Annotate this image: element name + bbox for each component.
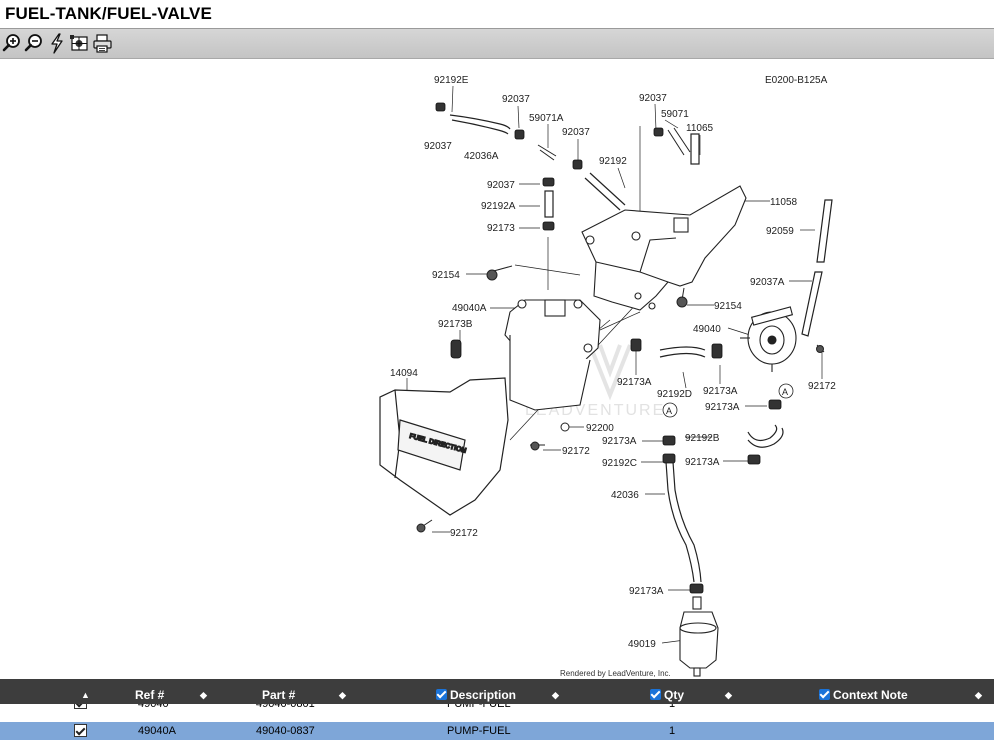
callout-label[interactable]: 92154 <box>714 301 742 312</box>
callout-label[interactable]: 92172 <box>450 528 478 539</box>
zoom-out-icon <box>24 34 42 52</box>
column-header-qty[interactable]: Qty <box>650 679 684 712</box>
parts-table: ▲ Ref # ◆ Part # ◆ Description ◆ Qty ◆ C… <box>0 679 994 744</box>
bracket-11058 <box>581 185 747 311</box>
zoom-in-button[interactable] <box>2 33 23 54</box>
cell-qty: 1 <box>669 725 676 737</box>
zoom-out-button[interactable] <box>24 33 45 54</box>
fuel-pump-49040 <box>740 306 797 372</box>
callout-label[interactable]: 49040A <box>452 303 487 314</box>
cell-ref: 49040A <box>138 725 176 737</box>
cell-ref: 49040 <box>138 704 169 710</box>
callout-label[interactable]: 92154 <box>432 270 460 281</box>
hose-parts <box>449 114 833 583</box>
sort-icon[interactable]: ◆ <box>552 690 559 700</box>
cell-description: PUMP-FUEL <box>447 704 511 710</box>
callout-label[interactable]: 11065 <box>686 123 714 134</box>
callout-label[interactable]: 92173A <box>703 386 738 397</box>
callout-label[interactable]: 92037A <box>750 277 785 288</box>
callout-label[interactable]: 92037 <box>562 127 590 138</box>
sort-icon[interactable]: ◆ <box>339 690 346 700</box>
fuel-pump-assembly <box>504 299 601 411</box>
page-title: FUEL-TANK/FUEL-VALVE <box>5 4 212 23</box>
callout-label[interactable]: 92173A <box>617 377 652 388</box>
callout-label[interactable]: 92192D <box>657 389 692 400</box>
table-row-partial-bottom <box>0 740 994 744</box>
callout-label[interactable]: 49019 <box>628 639 656 650</box>
callout-label[interactable]: 92200 <box>586 423 614 434</box>
callout-label[interactable]: 92173A <box>602 436 637 447</box>
callout-label[interactable]: 92173A <box>629 586 664 597</box>
fit-view-button[interactable] <box>69 33 90 54</box>
callout-label[interactable]: 42036 <box>611 490 639 501</box>
tank-cover-14094: FUEL DIRECTION <box>379 377 509 516</box>
highlight-button[interactable] <box>47 33 68 54</box>
column-header-description[interactable]: Description <box>436 679 516 712</box>
callout-label[interactable]: 92192A <box>481 201 516 212</box>
sort-icon[interactable]: ▲ <box>81 690 90 700</box>
row-checkbox-icon[interactable] <box>74 704 87 709</box>
callout-label[interactable]: 92173A <box>705 402 740 413</box>
callout-label[interactable]: 59071A <box>529 113 564 124</box>
render-credit: Rendered by LeadVenture, Inc. <box>560 669 671 678</box>
cell-part: 49040-0801 <box>256 704 315 710</box>
callout-label[interactable]: 92192 <box>599 156 627 167</box>
sort-icon[interactable]: ◆ <box>200 690 207 700</box>
column-header-context-note[interactable]: Context Note <box>819 679 908 712</box>
marker-a: A A <box>662 383 794 418</box>
callout-label[interactable]: 92192E <box>434 75 469 86</box>
column-header-ref[interactable]: Ref # <box>135 688 165 702</box>
callout-label[interactable]: 92173 <box>487 223 515 234</box>
fuel-filter-49019 <box>679 596 719 677</box>
table-row-selected[interactable]: 49040A 49040-0837 PUMP-FUEL 1 <box>0 722 994 740</box>
callout-label[interactable]: 92172 <box>562 446 590 457</box>
callout-label[interactable]: 14094 <box>390 368 418 379</box>
row-checkbox-icon[interactable] <box>74 724 87 737</box>
exploded-view-svg: LEADVENTURE E0200-B125A <box>379 75 836 678</box>
callout-label[interactable]: 92192B <box>685 433 720 444</box>
callout-label[interactable]: 59071 <box>661 109 689 120</box>
checkbox-icon[interactable] <box>819 689 830 700</box>
checkbox-icon[interactable] <box>650 689 661 700</box>
clamps <box>435 102 782 594</box>
callout-label[interactable]: 42036A <box>464 151 499 162</box>
callout-label[interactable]: 92172 <box>808 381 836 392</box>
checkbox-icon[interactable] <box>436 689 447 700</box>
sort-icon[interactable]: ◆ <box>725 690 732 700</box>
print-icon <box>93 34 112 53</box>
toolbar <box>0 29 994 59</box>
title-bar: FUEL-TANK/FUEL-VALVE <box>0 0 994 29</box>
sort-icon[interactable]: ◆ <box>975 690 982 700</box>
print-button[interactable] <box>92 33 113 54</box>
zoom-in-icon <box>2 34 20 52</box>
callout-label[interactable]: 92192C <box>602 458 637 469</box>
cell-part: 49040-0837 <box>256 725 315 737</box>
fit-view-icon <box>70 35 88 51</box>
cell-qty: 1 <box>669 704 676 710</box>
bolts <box>416 127 825 533</box>
svg-text:A: A <box>782 387 788 397</box>
callout-label[interactable]: 49040 <box>693 324 721 335</box>
callout-label[interactable]: 92037 <box>424 141 452 152</box>
cell-description: PUMP-FUEL <box>447 725 511 737</box>
diagram-code: E0200-B125A <box>765 75 828 86</box>
watermark-logo <box>588 344 632 401</box>
callout-labels: 92192E 92037 42036A 92037 59071A 92037 9… <box>390 75 836 650</box>
table-row[interactable]: 49040 49040-0801 PUMP-FUEL 1 <box>0 704 994 716</box>
callout-label[interactable]: 92173B <box>438 319 473 330</box>
lightning-icon <box>51 33 63 54</box>
callout-label[interactable]: 92037 <box>502 94 530 105</box>
callout-label[interactable]: 92173A <box>685 457 720 468</box>
callout-label[interactable]: 92037 <box>639 93 667 104</box>
column-header-part[interactable]: Part # <box>262 688 296 702</box>
callout-label[interactable]: 11058 <box>770 197 798 208</box>
callout-label[interactable]: 92059 <box>766 226 794 237</box>
parts-diagram[interactable]: LEADVENTURE E0200-B125A <box>0 60 994 679</box>
callout-label[interactable]: 92037 <box>487 180 515 191</box>
svg-text:A: A <box>666 406 672 416</box>
